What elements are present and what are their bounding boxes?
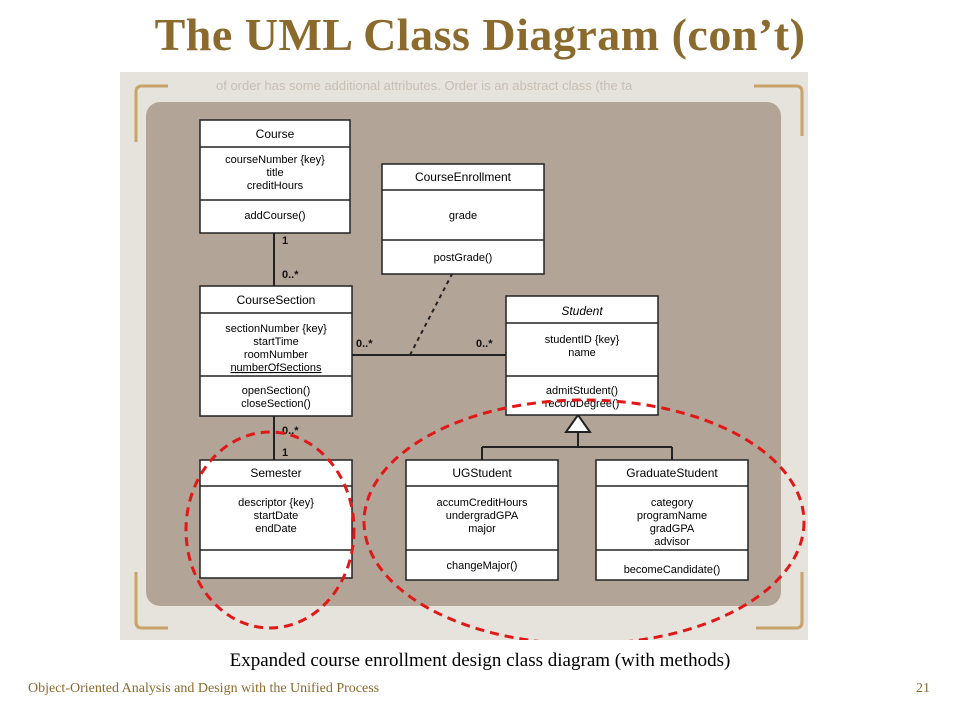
class-name: CourseEnrollment [415, 170, 512, 184]
multiplicity-section-to-semester: 0..* [282, 425, 299, 437]
slide-title: The UML Class Diagram (con’t) [154, 9, 806, 60]
footer-course-title: Object-Oriented Analysis and Design with… [28, 681, 380, 696]
class-name: CourseSection [237, 293, 316, 307]
attribute: startDate [254, 510, 299, 522]
method: changeMajor() [447, 560, 518, 572]
class-course-enrollment: CourseEnrollment grade postGrade() [381, 163, 545, 275]
class-ugstudent: UGStudent accumCreditHours undergradGPA … [405, 459, 559, 581]
method: closeSection() [241, 398, 311, 410]
highlight-oval-semester [184, 430, 356, 630]
multiplicity-course-end: 1 [282, 235, 288, 247]
attribute: category [651, 497, 694, 509]
bracket-top-right [754, 84, 804, 136]
class-graduate-student: GraduateStudent category programName gra… [595, 459, 749, 581]
method: admitStudent() [546, 385, 618, 397]
multiplicity-student-from-section: 0..* [476, 338, 493, 350]
attribute: name [568, 347, 596, 359]
attribute: roomNumber [244, 349, 309, 361]
class-course-section: CourseSection sectionNumber {key} startT… [199, 285, 353, 417]
attribute: startTime [253, 336, 298, 348]
class-name: Semester [250, 466, 301, 480]
bracket-top-left [134, 84, 168, 142]
method: addCourse() [244, 210, 305, 222]
bracket-bottom-right [756, 572, 804, 630]
figure-caption: Expanded course enrollment design class … [229, 650, 731, 671]
diagram-figure: of order has some additional attributes.… [120, 72, 808, 646]
attribute: descriptor {key} [238, 497, 314, 509]
background-page-text: of order has some additional attributes.… [216, 78, 633, 93]
attribute: undergradGPA [446, 510, 519, 522]
class-semester: Semester descriptor {key} startDate endD… [199, 459, 353, 579]
attribute: grade [449, 210, 477, 222]
method: postGrade() [434, 252, 493, 264]
class-name: GraduateStudent [626, 466, 718, 480]
class-name: UGStudent [452, 466, 512, 480]
attribute: creditHours [247, 180, 304, 192]
attribute: title [266, 167, 283, 179]
method: openSection() [242, 385, 311, 397]
class-name: Course [256, 127, 295, 141]
attribute: major [468, 523, 496, 535]
attribute: endDate [255, 523, 297, 535]
multiplicity-section-to-student: 0..* [356, 338, 373, 350]
attribute: courseNumber {key} [225, 154, 325, 166]
attribute: accumCreditHours [436, 497, 528, 509]
class-student: Student studentID {key} name admitStuden… [505, 295, 659, 416]
attribute: gradGPA [650, 523, 695, 535]
multiplicity-section-from-course: 0..* [282, 269, 299, 281]
class-diagram: of order has some additional attributes.… [134, 78, 806, 646]
bracket-bottom-left [134, 572, 168, 630]
multiplicity-semester-end: 1 [282, 447, 288, 459]
attribute: advisor [654, 536, 690, 548]
attribute: programName [637, 510, 707, 522]
method: becomeCandidate() [624, 564, 721, 576]
attribute: studentID {key} [545, 334, 620, 346]
class-name: Student [561, 304, 603, 318]
page-number: 21 [916, 681, 930, 696]
attribute: sectionNumber {key} [225, 323, 327, 335]
class-course: Course courseNumber {key} title creditHo… [199, 119, 351, 234]
attribute: numberOfSections [230, 362, 322, 374]
